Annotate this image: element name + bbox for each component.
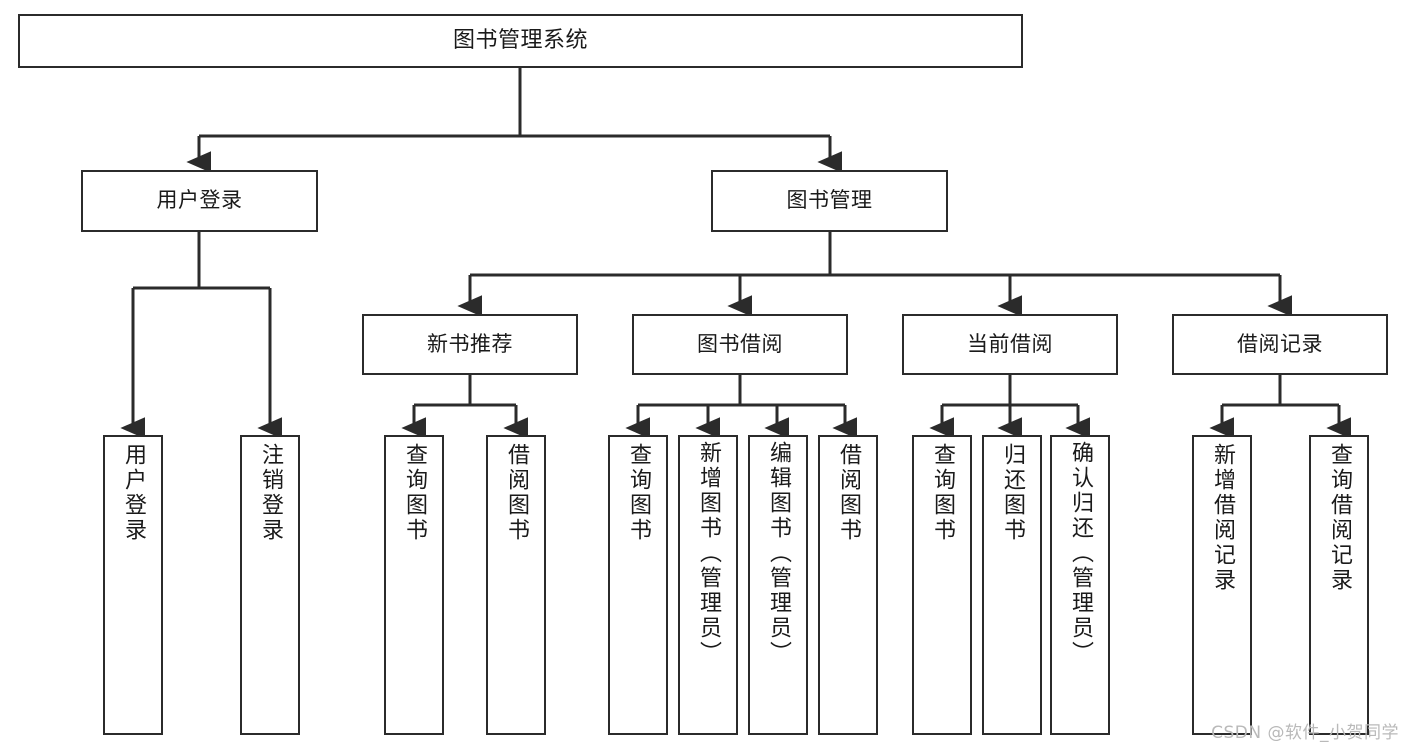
node-label: 编辑图书（管理员） [766,441,791,666]
node-label: 归还图书 [1000,443,1025,543]
node-current-borrow[interactable]: 当前借阅 [902,314,1118,375]
node-book-management[interactable]: 图书管理 [711,170,948,232]
leaf-edit-book-admin[interactable]: 编辑图书（管理员） [748,435,808,735]
node-label: 图书管理系统 [452,27,588,53]
leaf-borrow-book-recommend[interactable]: 借阅图书 [486,435,546,735]
node-borrow-record[interactable]: 借阅记录 [1172,314,1388,375]
csdn-watermark: CSDN @软件_小贺同学 [1211,723,1399,743]
node-label: 用户登录 [121,443,146,543]
leaf-borrow-book[interactable]: 借阅图书 [818,435,878,735]
node-label: 查询借阅记录 [1327,443,1352,593]
leaf-add-book-admin[interactable]: 新增图书（管理员） [678,435,738,735]
node-label: 当前借阅 [967,331,1053,356]
node-label: 查询图书 [626,443,651,543]
node-label: 新增借阅记录 [1210,443,1235,593]
node-label: 图书借阅 [697,331,783,356]
node-label: 新书推荐 [427,331,513,356]
leaf-confirm-return-admin[interactable]: 确认归还（管理员） [1050,435,1110,735]
leaf-add-borrow-record[interactable]: 新增借阅记录 [1192,435,1252,735]
node-label: 图书管理 [786,188,873,213]
node-label: 借阅记录 [1237,331,1323,356]
leaf-logout[interactable]: 注销登录 [240,435,300,735]
node-label: 借阅图书 [836,443,861,543]
leaf-user-login[interactable]: 用户登录 [103,435,163,735]
node-label: 新增图书（管理员） [696,441,721,666]
node-label: 借阅图书 [504,443,529,543]
leaf-query-book-current[interactable]: 查询图书 [912,435,972,735]
leaf-query-book-recommend[interactable]: 查询图书 [384,435,444,735]
leaf-query-book-borrow[interactable]: 查询图书 [608,435,668,735]
node-new-book-recommend[interactable]: 新书推荐 [362,314,578,375]
node-label: 查询图书 [402,443,427,543]
leaf-return-book[interactable]: 归还图书 [982,435,1042,735]
node-label: 确认归还（管理员） [1068,441,1093,666]
node-user-login[interactable]: 用户登录 [81,170,318,232]
node-label: 用户登录 [156,188,243,213]
node-root-book-management-system[interactable]: 图书管理系统 [18,14,1023,68]
node-label: 查询图书 [930,443,955,543]
leaf-query-borrow-record[interactable]: 查询借阅记录 [1309,435,1369,735]
node-book-borrow[interactable]: 图书借阅 [632,314,848,375]
node-label: 注销登录 [258,443,283,543]
